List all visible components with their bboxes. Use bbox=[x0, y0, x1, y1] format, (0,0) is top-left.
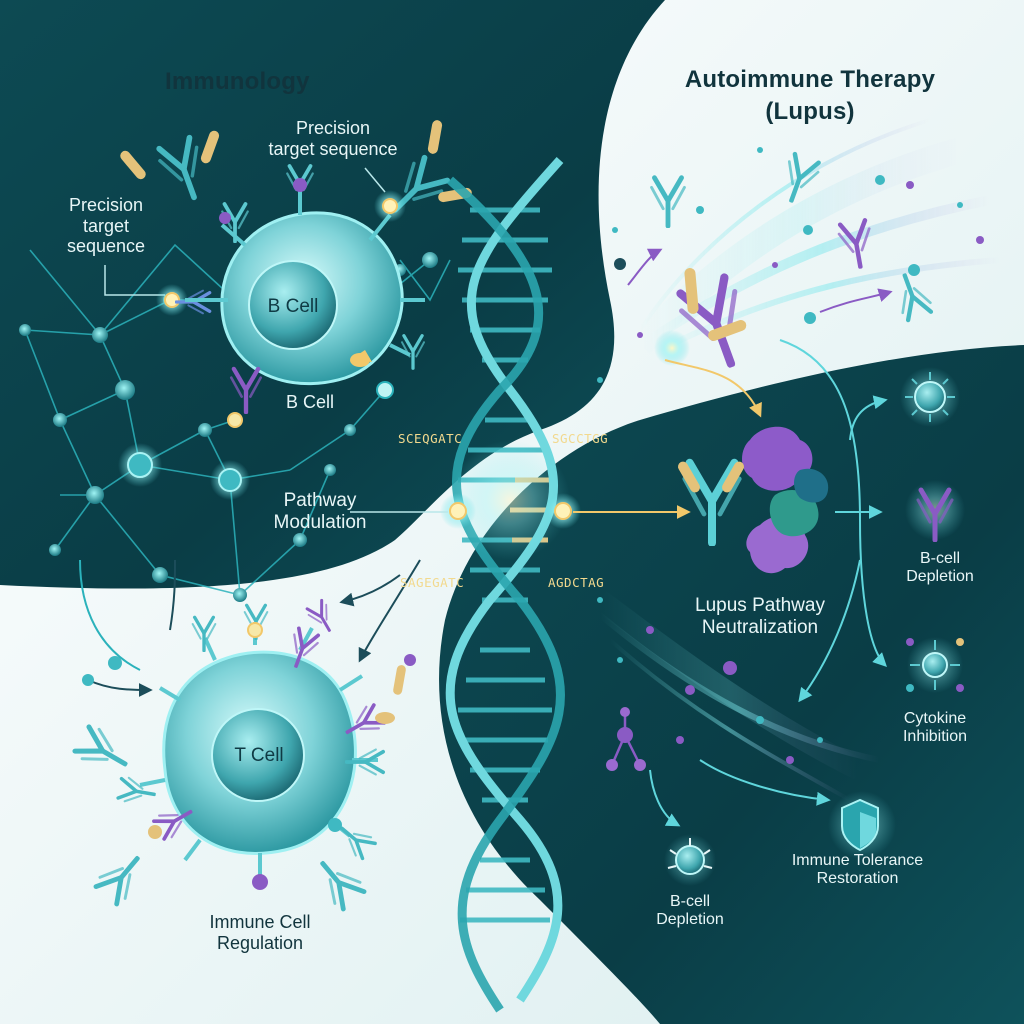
cytokine-inhibition-label: Cytokine Inhibition bbox=[885, 710, 985, 747]
bcell-depletion-bottom-label: B-cell Depletion bbox=[648, 893, 732, 930]
lupus-pathway-label: Lupus Pathway Neutralization bbox=[685, 595, 835, 639]
particles bbox=[597, 147, 984, 764]
cytokine-line-2: Inhibition bbox=[902, 728, 968, 746]
precision-left-line-3: sequence bbox=[66, 236, 146, 257]
b-cell-caption: B Cell bbox=[285, 392, 334, 412]
icon-cell-bottom bbox=[664, 834, 716, 886]
icon-cytokine bbox=[906, 637, 964, 693]
t-cell-figure bbox=[73, 597, 416, 910]
bcell-depletion-right-label: B-cell Depletion bbox=[895, 550, 985, 587]
pathway-line-2: Modulation bbox=[273, 511, 367, 533]
precision-top-label: Precision target sequence bbox=[258, 118, 408, 159]
icon-antibody-depletion bbox=[905, 480, 965, 540]
b-cell-figure bbox=[219, 164, 426, 412]
bcell-dep-bottom-line-1: B-cell bbox=[669, 893, 710, 910]
precision-left-label: Precision target sequence bbox=[48, 195, 164, 257]
cytokine-line-1: Cytokine bbox=[903, 710, 967, 727]
immune-tolerance-label: Immune Tolerance Restoration bbox=[770, 852, 945, 889]
right-title: Autoimmune Therapy (Lupus) bbox=[660, 66, 960, 125]
network-nodes bbox=[19, 252, 438, 602]
seq-top-left: SCEQGATC bbox=[398, 431, 463, 446]
precision-top-line-1: Precision bbox=[295, 118, 371, 138]
immune-reg-line-1: Immune Cell bbox=[209, 912, 311, 932]
bcell-dep-right-line-1: B-cell bbox=[919, 550, 960, 567]
precision-top-line-2: target sequence bbox=[268, 138, 398, 159]
seq-bottom-right: AGDCTAG bbox=[548, 575, 605, 590]
lupus-complex bbox=[742, 426, 829, 574]
pathway-line-1: Pathway bbox=[283, 490, 357, 511]
tolerance-line-2: Restoration bbox=[816, 870, 899, 888]
right-title-line-2: (Lupus) bbox=[765, 97, 855, 125]
icon-cell-top bbox=[900, 367, 960, 427]
immune-reg-line-2: Regulation bbox=[216, 932, 304, 953]
lupus-line-1: Lupus Pathway bbox=[695, 595, 825, 616]
pathway-modulation-label: Pathway Modulation bbox=[265, 490, 375, 534]
tolerance-line-1: Immune Tolerance bbox=[791, 852, 924, 869]
icon-shield bbox=[828, 791, 896, 859]
seq-top-right: SGCCTGG bbox=[552, 431, 609, 446]
immune-cell-regulation-label: Immune Cell Regulation bbox=[190, 912, 330, 953]
precision-left-line-1: Precision bbox=[68, 195, 144, 215]
right-title-line-1: Autoimmune Therapy bbox=[684, 66, 936, 93]
t-cell-inner-label: T Cell bbox=[234, 745, 284, 766]
dna-helix bbox=[440, 156, 581, 1013]
molecule bbox=[606, 707, 646, 771]
bcell-dep-right-line-2: Depletion bbox=[906, 568, 974, 586]
b-cell-inner-label: B Cell bbox=[267, 296, 319, 317]
lupus-line-2: Neutralization bbox=[701, 616, 819, 638]
bcell-dep-bottom-line-2: Depletion bbox=[656, 911, 724, 929]
seq-bottom-left: SAGEGATC bbox=[400, 575, 465, 590]
left-title: Immunology bbox=[165, 68, 310, 95]
precision-left-line-2: target bbox=[82, 215, 130, 236]
